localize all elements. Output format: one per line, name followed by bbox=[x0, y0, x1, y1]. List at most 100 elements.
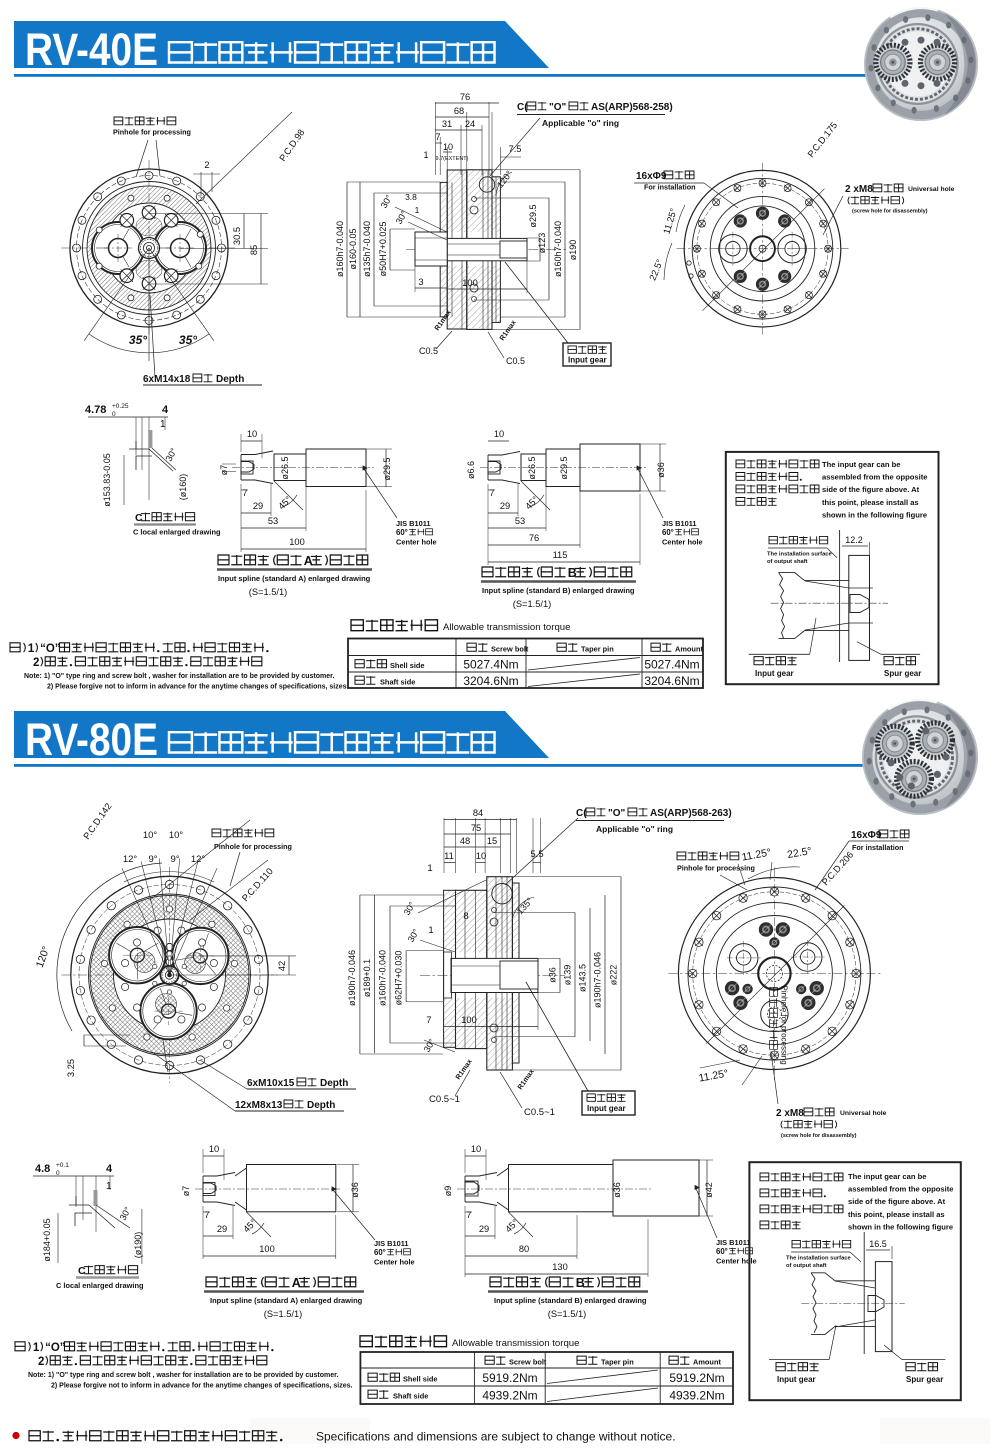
svg-text:ø135h7-0.040: ø135h7-0.040 bbox=[362, 221, 372, 277]
svg-text:60°: 60° bbox=[716, 1247, 728, 1256]
svg-text:ø26.5: ø26.5 bbox=[280, 456, 290, 479]
svg-text:of output shaft: of output shaft bbox=[786, 1263, 827, 1269]
svg-text:C local enlarged drawing: C local enlarged drawing bbox=[56, 1281, 144, 1290]
svg-text:53: 53 bbox=[515, 516, 525, 526]
svg-text:shown in the following figure: shown in the following figure bbox=[848, 1222, 953, 1231]
svg-text:85: 85 bbox=[249, 245, 259, 255]
svg-text:Screw bolt: Screw bolt bbox=[509, 1358, 547, 1367]
svg-text:Note: 1) "O" type ring and scr: Note: 1) "O" type ring and screw bolt , … bbox=[28, 1372, 338, 1379]
svg-text:Center hole: Center hole bbox=[396, 538, 437, 547]
svg-text:Applicable "o" ring: Applicable "o" ring bbox=[542, 118, 619, 128]
svg-text:100: 100 bbox=[289, 537, 305, 547]
svg-text:assembled from the opposite: assembled from the opposite bbox=[848, 1185, 954, 1194]
svg-text:(S=1.5/1): (S=1.5/1) bbox=[249, 587, 288, 597]
svg-text:Screw bolt: Screw bolt bbox=[491, 645, 529, 654]
svg-text:5027.4Nm: 5027.4Nm bbox=[463, 658, 518, 672]
svg-text:ø36: ø36 bbox=[612, 1182, 622, 1198]
svg-text:16.5: 16.5 bbox=[869, 1239, 887, 1249]
svg-text:5.5: 5.5 bbox=[530, 849, 543, 860]
svg-text:53: 53 bbox=[268, 516, 278, 526]
svg-text:Depth: Depth bbox=[320, 1078, 348, 1089]
svg-text:JIS B1011: JIS B1011 bbox=[716, 1238, 751, 1247]
svg-text:29: 29 bbox=[253, 501, 263, 511]
svg-text:C local enlarged drawing: C local enlarged drawing bbox=[133, 528, 221, 537]
svg-text:Center hole: Center hole bbox=[716, 1257, 757, 1266]
svg-text:Pinhole for processing: Pinhole for processing bbox=[779, 986, 788, 1065]
svg-text:100: 100 bbox=[259, 1244, 275, 1254]
svg-text:11.25°: 11.25° bbox=[741, 847, 772, 864]
svg-text:30.5: 30.5 bbox=[232, 227, 242, 245]
svg-text:"O": "O" bbox=[549, 102, 567, 113]
svg-text:shown in the following figure: shown in the following figure bbox=[822, 510, 927, 519]
svg-text:1: 1 bbox=[28, 643, 35, 655]
svg-text:3204.6Nm: 3204.6Nm bbox=[463, 674, 518, 688]
svg-text:12xM8x13: 12xM8x13 bbox=[235, 1100, 283, 1111]
svg-text:5919.2Nm: 5919.2Nm bbox=[482, 1371, 537, 1385]
svg-text:ø7: ø7 bbox=[219, 465, 229, 476]
svg-text:Taper pin: Taper pin bbox=[601, 1358, 634, 1367]
svg-text:100: 100 bbox=[462, 278, 478, 288]
svg-text:29: 29 bbox=[500, 501, 510, 511]
svg-text:RV-40E: RV-40E bbox=[25, 24, 158, 75]
svg-text:0: 0 bbox=[112, 411, 116, 418]
svg-text:2: 2 bbox=[204, 160, 209, 170]
svg-text:ø190h7-0.046: ø190h7-0.046 bbox=[593, 952, 603, 1008]
svg-text:Allowable transmission torque: Allowable transmission torque bbox=[443, 622, 570, 633]
svg-text:10: 10 bbox=[443, 142, 453, 152]
svg-text:Note: 1) "O" type ring and scr: Note: 1) "O" type ring and screw bolt , … bbox=[24, 673, 334, 680]
svg-text:7: 7 bbox=[435, 132, 440, 142]
svg-text:4.78: 4.78 bbox=[85, 404, 106, 416]
svg-text:4: 4 bbox=[106, 1163, 113, 1175]
svg-text:this point, please install as: this point, please install as bbox=[848, 1210, 945, 1219]
svg-text:5027.4Nm: 5027.4Nm bbox=[644, 658, 699, 672]
svg-text:Amount: Amount bbox=[693, 1358, 721, 1367]
svg-text:ø29.5: ø29.5 bbox=[528, 204, 538, 227]
svg-text:24: 24 bbox=[465, 119, 475, 129]
svg-text:Input gear: Input gear bbox=[755, 669, 794, 678]
svg-text:76: 76 bbox=[460, 92, 470, 102]
svg-text:16xΦ9: 16xΦ9 bbox=[851, 830, 882, 841]
svg-text:Taper pin: Taper pin bbox=[581, 645, 614, 654]
svg-text:60°: 60° bbox=[374, 1248, 386, 1257]
svg-text:8: 8 bbox=[463, 911, 468, 922]
svg-text:4.8: 4.8 bbox=[35, 1163, 50, 1175]
svg-text:60°: 60° bbox=[396, 528, 408, 537]
svg-text:1: 1 bbox=[106, 1181, 112, 1192]
svg-text:(screw hole for disassembly): (screw hole for disassembly) bbox=[852, 209, 928, 215]
svg-text:22.5°: 22.5° bbox=[786, 845, 812, 861]
svg-text:+0.1: +0.1 bbox=[56, 1162, 69, 1169]
svg-text:10: 10 bbox=[494, 429, 504, 439]
svg-text:10: 10 bbox=[476, 851, 487, 862]
svg-text:10°: 10° bbox=[169, 830, 184, 841]
svg-text:Input spline (standard B) enla: Input spline (standard B) enlarged drawi… bbox=[482, 586, 635, 595]
svg-text:Depth: Depth bbox=[216, 374, 244, 385]
svg-text:Input gear: Input gear bbox=[777, 1375, 816, 1384]
svg-text:Input spline (standard A) enla: Input spline (standard A) enlarged drawi… bbox=[218, 574, 371, 583]
svg-text:The input gear can be: The input gear can be bbox=[822, 460, 900, 469]
svg-text:(screw hole for disassembly): (screw hole for disassembly) bbox=[781, 1133, 857, 1139]
svg-text:“O”: “O” bbox=[45, 1342, 65, 1354]
svg-text:130: 130 bbox=[552, 1262, 568, 1272]
svg-text:2) Please forgive not to infor: 2) Please forgive not to inform in advan… bbox=[51, 1383, 353, 1390]
svg-text:ø29.5: ø29.5 bbox=[559, 456, 569, 479]
svg-text:Spur gear: Spur gear bbox=[884, 669, 921, 678]
svg-text:ø50H7+0.025: ø50H7+0.025 bbox=[378, 222, 388, 277]
svg-text:31: 31 bbox=[442, 119, 452, 129]
svg-text:side of the figure above. At: side of the figure above. At bbox=[848, 1197, 946, 1206]
svg-text:35°: 35° bbox=[129, 333, 147, 347]
svg-text:Input gear: Input gear bbox=[568, 356, 607, 365]
svg-text:6xM14x18: 6xM14x18 bbox=[143, 374, 191, 385]
svg-text:12°: 12° bbox=[123, 854, 138, 865]
svg-text:3204.6Nm: 3204.6Nm bbox=[644, 674, 699, 688]
svg-text:15: 15 bbox=[487, 836, 497, 846]
svg-text:Shell side: Shell side bbox=[390, 661, 425, 670]
svg-text:ø184+0.05: ø184+0.05 bbox=[42, 1218, 52, 1261]
svg-text:10: 10 bbox=[471, 1144, 481, 1154]
svg-text:ø6.6: ø6.6 bbox=[466, 461, 476, 479]
svg-text:115: 115 bbox=[553, 550, 568, 560]
svg-text:Pinhole for processing: Pinhole for processing bbox=[677, 864, 755, 873]
svg-text:3.8: 3.8 bbox=[405, 192, 417, 202]
svg-text:The installation surface: The installation surface bbox=[786, 1256, 852, 1262]
svg-text:Specifications and dimensions: Specifications and dimensions are subjec… bbox=[316, 1430, 676, 1444]
svg-text:7: 7 bbox=[466, 1210, 471, 1220]
